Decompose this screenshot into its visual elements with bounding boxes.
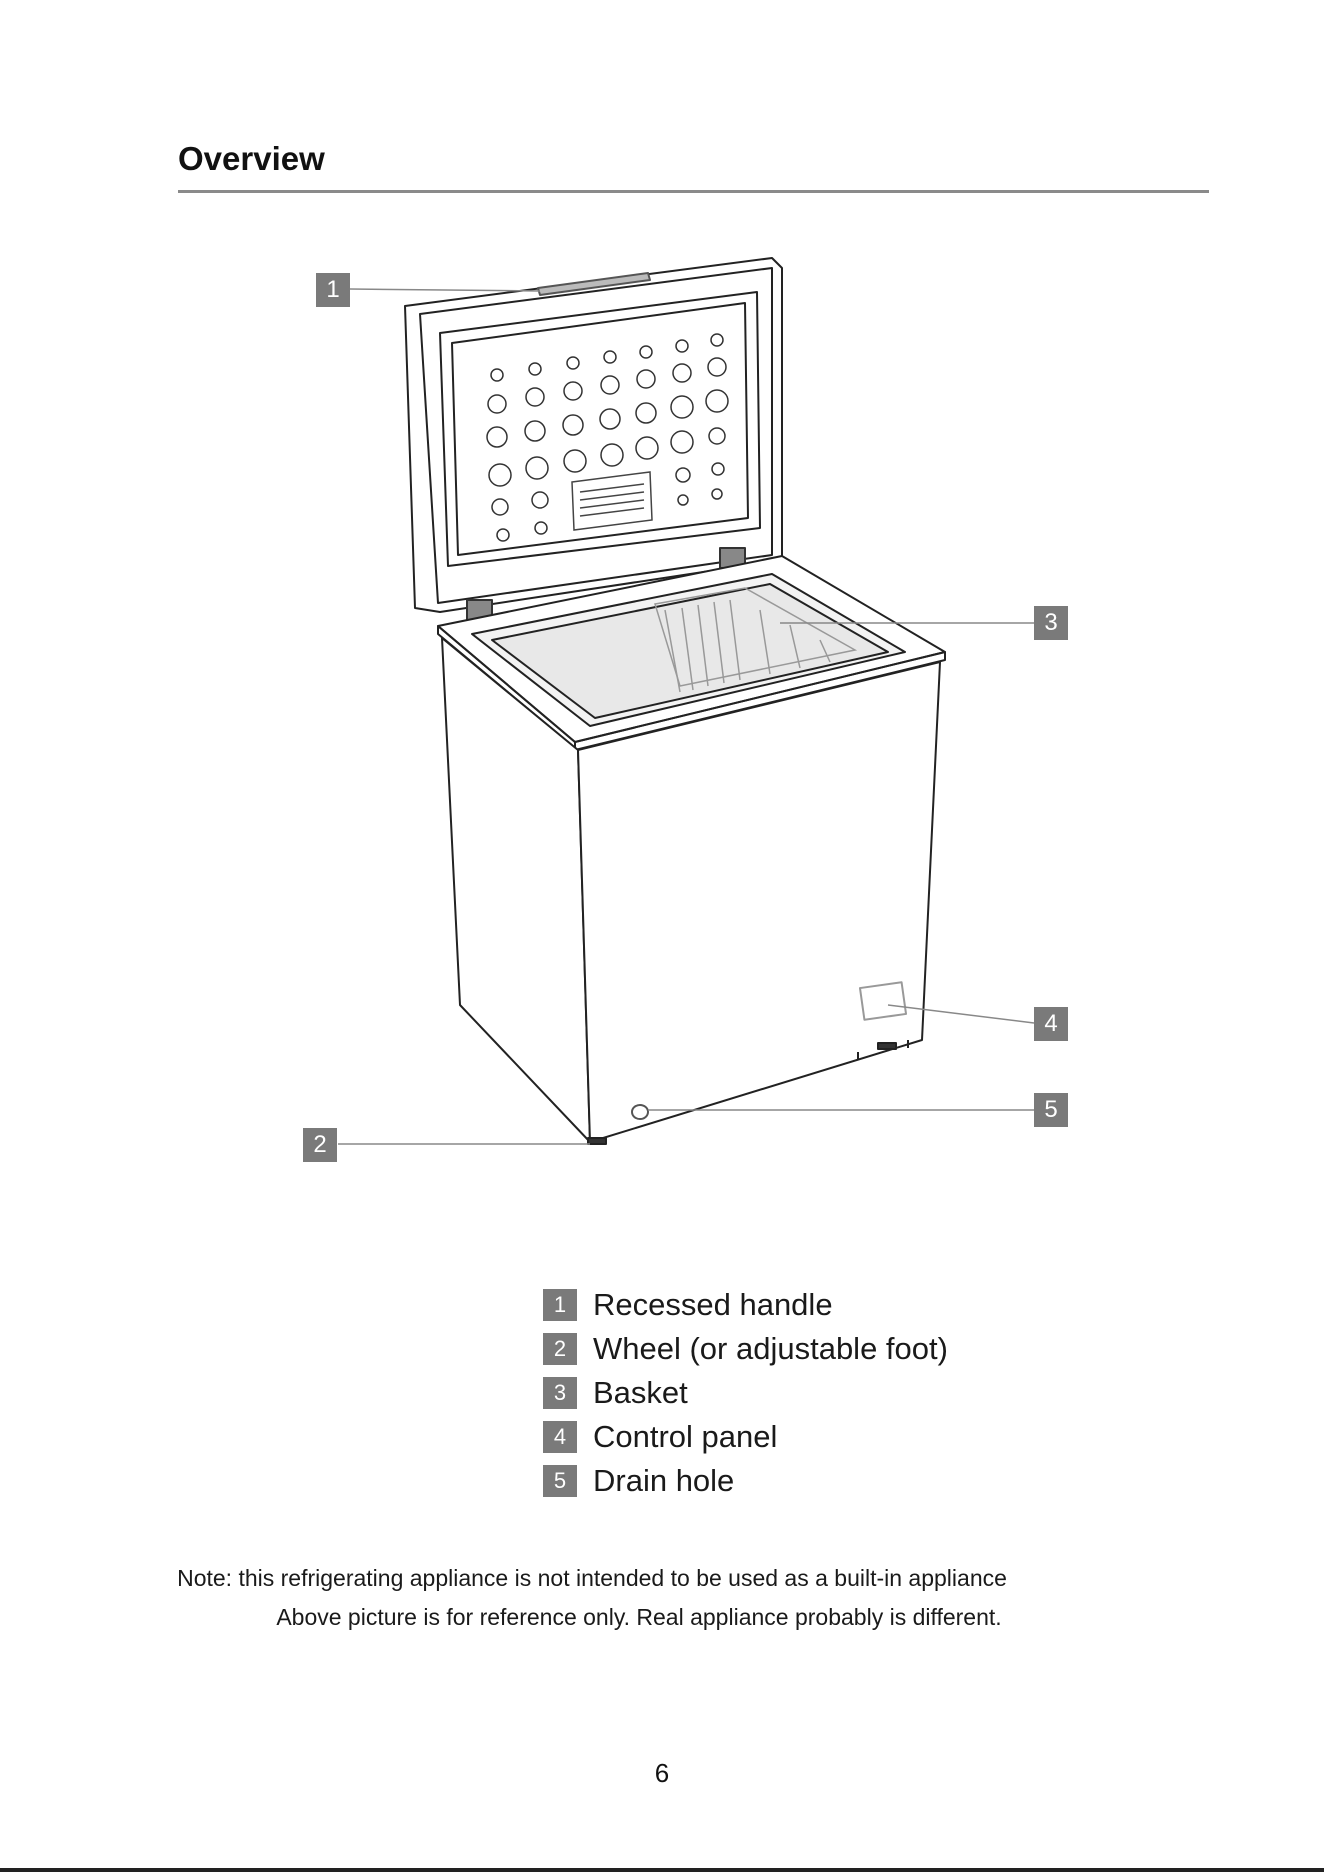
callout-2: 2 xyxy=(303,1128,337,1162)
legend-item: 5 Drain hole xyxy=(543,1459,948,1503)
callout-5: 5 xyxy=(1034,1093,1068,1127)
legend-item: 4 Control panel xyxy=(543,1415,948,1459)
legend-number: 5 xyxy=(543,1465,577,1497)
legend-number: 4 xyxy=(543,1421,577,1453)
parts-legend: 1 Recessed handle 2 Wheel (or adjustable… xyxy=(543,1283,948,1503)
legend-label: Drain hole xyxy=(593,1463,734,1499)
legend-item: 3 Basket xyxy=(543,1371,948,1415)
legend-item: 2 Wheel (or adjustable foot) xyxy=(543,1327,948,1371)
note-built-in-text: Note: this refrigerating appliance is no… xyxy=(177,1565,1007,1591)
legend-label: Recessed handle xyxy=(593,1287,833,1323)
legend-item: 1 Recessed handle xyxy=(543,1283,948,1327)
legend-label: Control panel xyxy=(593,1419,777,1455)
legend-number: 1 xyxy=(543,1289,577,1321)
callout-3: 3 xyxy=(1034,606,1068,640)
callout-4: 4 xyxy=(1034,1007,1068,1041)
foot-left xyxy=(588,1138,606,1144)
page-number: 6 xyxy=(0,1758,1324,1789)
legend-number: 2 xyxy=(543,1333,577,1365)
note-built-in: Note: this refrigerating appliance is no… xyxy=(0,1565,1324,1592)
note-reference: Above picture is for reference only. Rea… xyxy=(0,1604,1324,1631)
legend-label: Basket xyxy=(593,1375,688,1411)
callout-1: 1 xyxy=(316,273,350,307)
cabinet-front-right xyxy=(578,662,940,1142)
bottom-divider xyxy=(0,1868,1324,1872)
note-reference-text: Above picture is for reference only. Rea… xyxy=(276,1604,1001,1630)
legend-label: Wheel (or adjustable foot) xyxy=(593,1331,948,1367)
foot-right xyxy=(878,1043,896,1049)
legend-number: 3 xyxy=(543,1377,577,1409)
